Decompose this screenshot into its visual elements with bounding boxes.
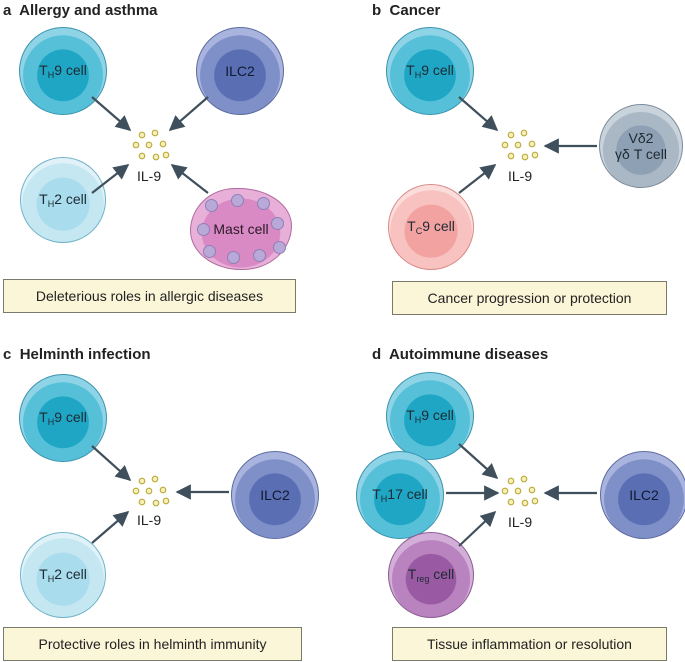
arrow-a-ilc2-to-il9	[168, 96, 209, 132]
ilc2-cell-c: ILC2	[231, 451, 319, 539]
il9-particle	[514, 487, 522, 495]
il9-particle	[159, 140, 167, 148]
il9-particle	[132, 141, 140, 149]
il9-particle	[145, 141, 153, 149]
arrow-d-treg-to-il9	[458, 510, 497, 547]
ilc2-cell-a: ILC2	[196, 27, 284, 115]
il9-particle	[145, 487, 153, 495]
arrow-b-th9-to-il9	[458, 96, 499, 132]
il9-particle	[507, 498, 515, 506]
arrow-d-th9-to-il9	[458, 443, 499, 480]
il9-particle	[138, 477, 146, 485]
arrow-a-th9-to-il9	[91, 96, 132, 132]
il9-particle	[528, 486, 536, 494]
il9-label-b: IL-9	[508, 168, 533, 184]
il9-particle	[507, 152, 515, 160]
il9-particle	[162, 151, 170, 159]
il9-label-c: IL-9	[137, 512, 162, 528]
il9-particle	[507, 131, 515, 139]
arrow-c-th9-to-il9	[91, 445, 132, 482]
th9-cell-b: TH9 cell	[386, 27, 474, 115]
ilc2-cell-d: ILC2	[600, 451, 685, 539]
arrow-a-mast-to-il9	[170, 164, 209, 194]
il9-particle	[507, 477, 515, 485]
il9-particle	[152, 499, 160, 507]
il9-particle	[162, 497, 170, 505]
il9-label-d: IL-9	[508, 514, 533, 530]
tc9-cell-b: TC9 cell	[388, 184, 474, 270]
th2-cell-a: TH2 cell	[20, 157, 106, 243]
caption-a: Deleterious roles in allergic diseases	[3, 279, 296, 313]
th9-cell-c: TH9 cell	[19, 374, 107, 462]
il9-particle	[520, 475, 528, 483]
il9-particle	[151, 129, 159, 137]
il9-particle	[501, 141, 509, 149]
il9-particle	[159, 486, 167, 494]
panel-a-title: a Allergy and asthma	[3, 2, 158, 19]
th9-cell-a: TH9 cell	[19, 27, 107, 115]
panel-b-title: b Cancer	[372, 2, 441, 19]
il9-particle	[138, 131, 146, 139]
il9-particle	[521, 499, 529, 507]
il9-particle	[514, 141, 522, 149]
th2-cell-c: TH2 cell	[20, 532, 106, 618]
th9-cell-d: TH9 cell	[386, 372, 474, 460]
il9-particle	[520, 129, 528, 137]
panel-d-title: d Autoimmune diseases	[372, 346, 549, 363]
caption-d: Tissue inflammation or resolution	[392, 627, 667, 661]
arrow-c-th2-to-il9	[91, 510, 130, 544]
th17-cell-d: TH17 cell	[356, 451, 444, 539]
il9-particle	[138, 152, 146, 160]
il9-label-a: IL-9	[137, 168, 162, 184]
il9-particle	[138, 498, 146, 506]
il9-particle	[531, 151, 539, 159]
il9-particle	[528, 140, 536, 148]
arrow-b-tc9-to-il9	[458, 164, 497, 194]
caption-b: Cancer progression or protection	[392, 281, 667, 315]
il9-particle	[152, 153, 160, 161]
il9-particle	[151, 475, 159, 483]
il9-particle	[501, 487, 509, 495]
il9-particle	[521, 153, 529, 161]
panel-c-title: c Helminth infection	[3, 346, 151, 363]
treg-cell-d: Treg cell	[388, 532, 474, 618]
il9-particle	[132, 487, 140, 495]
il9-particle	[531, 497, 539, 505]
mast-cell-a: Mast cell	[190, 188, 292, 270]
caption-c: Protective roles in helminth immunity	[3, 627, 302, 661]
